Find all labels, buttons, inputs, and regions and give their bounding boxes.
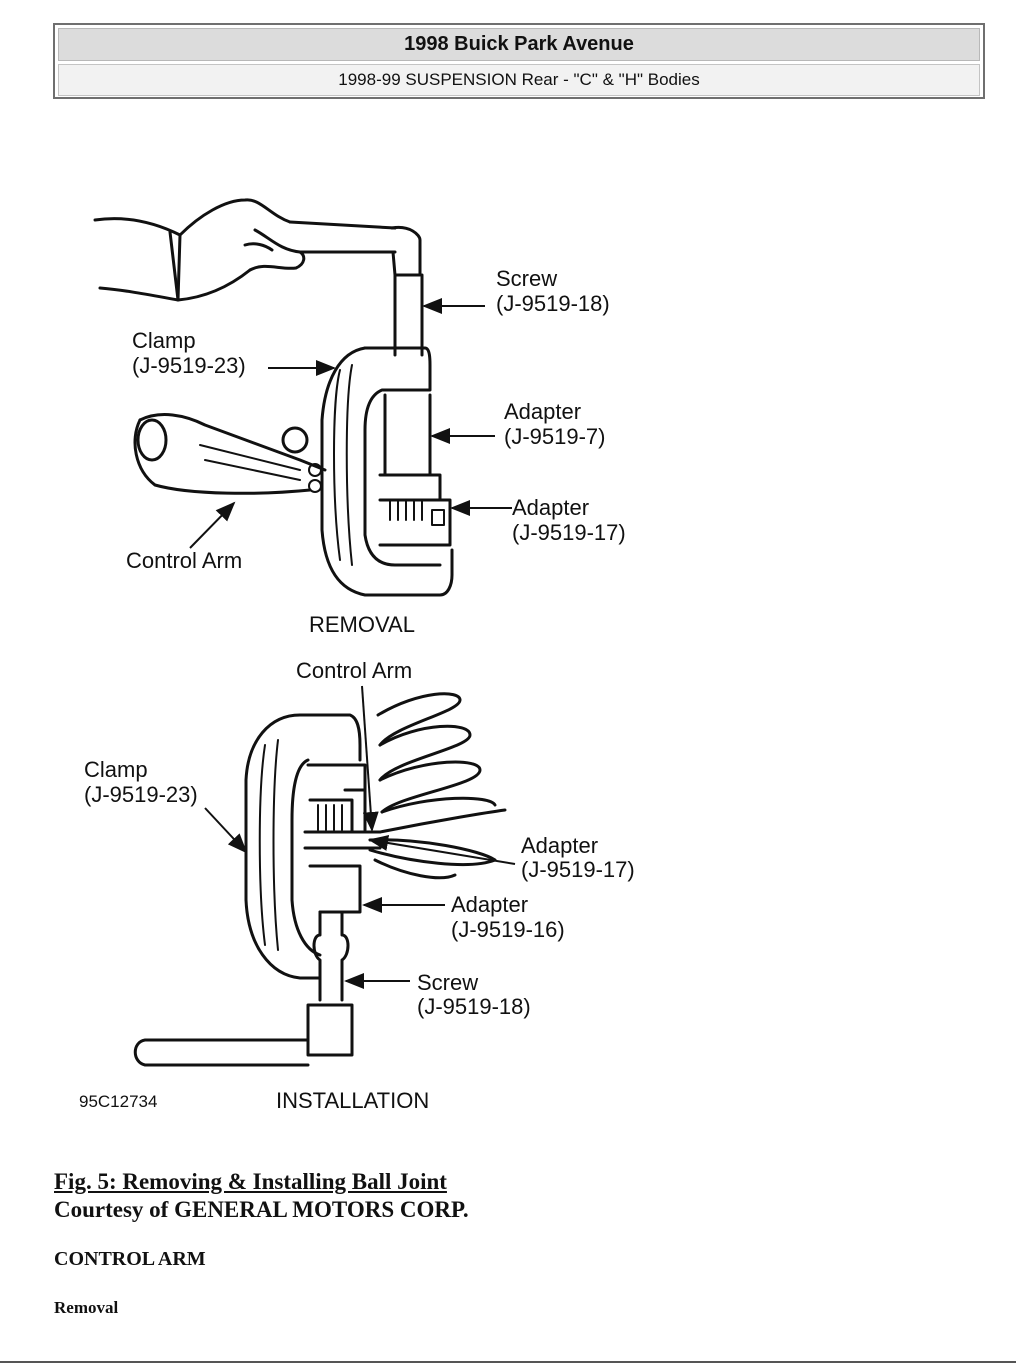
installation-adapter1-label: Adapter <box>521 833 598 858</box>
figure-title: Fig. 5: Removing & Installing Ball Joint <box>54 1169 447 1194</box>
removal-clamp-part: (J-9519-23) <box>132 353 246 378</box>
removal-clamp-label: Clamp <box>132 328 196 353</box>
document-header: 1998 Buick Park Avenue 1998-99 SUSPENSIO… <box>53 23 985 99</box>
installation-leaders <box>204 685 516 989</box>
figure-courtesy: Courtesy of GENERAL MOTORS CORP. <box>54 1197 469 1222</box>
installation-screw-part: (J-9519-18) <box>417 994 531 1019</box>
removal-adapter2-part: (J-9519-17) <box>512 520 626 545</box>
section-subheading: Removal <box>54 1298 119 1317</box>
installation-screw-label: Screw <box>417 970 478 995</box>
installation-adapter1-part: (J-9519-17) <box>521 857 635 882</box>
section-heading: CONTROL ARM <box>54 1248 206 1270</box>
removal-screw-label: Screw <box>496 266 557 291</box>
ball-joint-figure: Screw (J-9519-18) Clamp (J-9519-23) Adap… <box>79 198 635 1113</box>
removal-adapter1-label: Adapter <box>504 399 581 424</box>
removal-leaders <box>189 298 512 549</box>
installation-clamp-label: Clamp <box>84 757 148 782</box>
installation-control-arm-label: Control Arm <box>296 658 412 683</box>
installation-clamp-part: (J-9519-23) <box>84 782 198 807</box>
removal-caption: REMOVAL <box>309 612 415 637</box>
document-subtitle: 1998-99 SUSPENSION Rear - "C" & "H" Bodi… <box>58 64 980 96</box>
page-bottom-divider <box>0 1361 1016 1363</box>
removal-adapter2-label: Adapter <box>512 495 589 520</box>
installation-caption: INSTALLATION <box>276 1088 429 1113</box>
figure-code: 95C12734 <box>79 1092 157 1111</box>
removal-illustration <box>93 198 454 597</box>
removal-adapter1-part: (J-9519-7) <box>504 424 605 449</box>
figure-caption: Fig. 5: Removing & Installing Ball Joint… <box>54 1168 469 1224</box>
installation-adapter2-label: Adapter <box>451 892 528 917</box>
document-title: 1998 Buick Park Avenue <box>58 28 980 61</box>
removal-screw-part: (J-9519-18) <box>496 291 610 316</box>
installation-adapter2-part: (J-9519-16) <box>451 917 565 942</box>
removal-control-arm-label: Control Arm <box>126 548 242 573</box>
